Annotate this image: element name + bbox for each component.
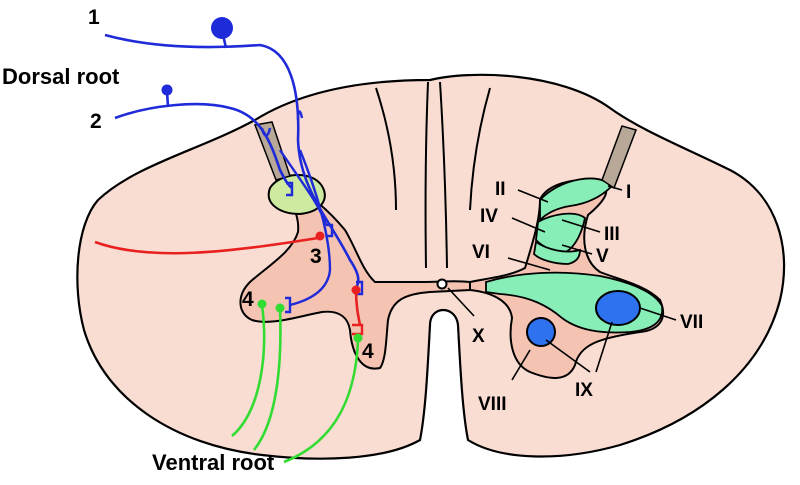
dorsal-intermediate-sulcus-left [375,87,397,211]
leader-I [607,185,623,191]
interneuron-cell-4 [351,285,361,295]
interneuron-axon-3 [94,236,319,255]
motor-neuron-c [353,333,363,343]
label-lamina-X: X [472,326,485,347]
motor-axon-b [252,307,282,451]
leader-II [517,189,549,203]
fiber-1-cell-body [211,17,233,39]
fiber-1-terminal-1 [285,296,292,314]
leader-VII [639,307,677,321]
label-lamina-III: III [604,224,620,245]
leader-IV [511,217,546,233]
motor-axon-a [231,304,266,437]
right-root-entry-zone [601,125,637,190]
label-dorsal-root: Dorsal root [2,64,120,89]
fiber-terminal-4 [356,280,364,296]
label-lamina-IX: IX [575,380,593,401]
interneuron-cell-3 [315,231,325,241]
fiber-terminal-3 [326,223,334,238]
label-fiber-2: 2 [90,110,102,133]
label-lamina-VII: VII [680,312,703,333]
motor-neuron-a [257,299,267,309]
fiber-2-terminal-sg [286,181,294,197]
label-lamina-V: V [596,246,609,267]
leader-X [447,287,475,317]
label-lamina-IV: IV [480,206,498,227]
fiber-1-branch-upper [296,110,304,121]
dorsal-median-septum-left [424,81,429,269]
leader-VIII [511,349,531,381]
fiber-2-to-3 [279,149,328,226]
right-lamina-V [533,240,581,265]
label-neuron-4-right: 4 [362,340,374,363]
label-ventral-root: Ventral root [152,450,275,475]
right-lamina-I-II [539,177,614,223]
label-lamina-VI: VI [472,242,490,263]
label-lamina-II: II [495,179,506,200]
left-substantia-gelatinosa [267,173,326,216]
spinal-cord-outline [76,73,786,460]
fiber-1-collateral [289,149,332,307]
leader-IX-medial [545,339,591,373]
fiber-2-cell-body [161,84,173,96]
leader-V [561,244,593,255]
leader-IX-lateral [595,321,613,373]
fiber-2-branch [260,127,272,137]
motor-axon-c [283,339,360,464]
label-neuron-3: 3 [310,245,322,268]
afferent-fiber-1 [104,33,360,291]
motor-neuron-b [275,303,285,313]
label-lamina-I: I [626,182,631,203]
leader-VI [507,257,551,271]
motor-nucleus-lateral [595,290,641,326]
label-fiber-1: 1 [88,6,100,29]
label-neuron-4-left: 4 [242,288,254,311]
label-lamina-VIII: VIII [478,394,507,415]
dorsal-intermediate-sulcus-right [469,87,491,211]
motor-nucleus-medial [526,317,556,347]
central-canal [436,278,448,290]
dorsal-median-septum-right [439,81,448,269]
leader-III [561,219,601,233]
